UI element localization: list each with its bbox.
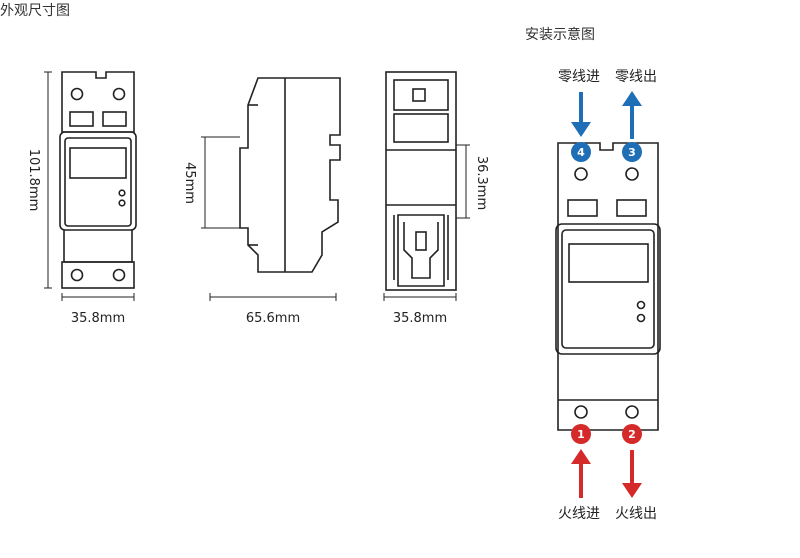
side-view — [239, 77, 341, 273]
depth-label: 65.6mm — [246, 311, 300, 326]
height-dimension-line — [44, 71, 52, 289]
back-height-dimension-line — [456, 144, 470, 219]
svg-text:3: 3 — [628, 146, 636, 159]
neutral-out-label: 零线出 — [615, 69, 657, 85]
neutral-out-arrow — [622, 91, 642, 139]
front-width-dimension-line — [61, 293, 135, 301]
live-out-arrow — [622, 450, 642, 498]
back-width-label: 35.8mm — [393, 311, 447, 326]
back-height-label: 36.3mm — [474, 156, 489, 210]
installation-meter — [555, 142, 661, 431]
terminal-4-badge: 4 — [571, 142, 591, 162]
height-dimension-label: 101.8mm — [26, 149, 41, 212]
front-view — [59, 71, 137, 289]
terminal-2-badge: 2 — [622, 424, 642, 444]
back-view — [385, 71, 457, 291]
svg-text:4: 4 — [577, 146, 585, 159]
live-out-label: 火线出 — [615, 506, 657, 522]
back-width-dimension-line — [383, 293, 457, 301]
neutral-in-label: 零线进 — [558, 69, 600, 85]
din-height-label: 45mm — [182, 162, 197, 204]
terminal-1-badge: 1 — [571, 424, 591, 444]
live-in-label: 火线进 — [558, 506, 600, 522]
svg-text:1: 1 — [577, 428, 585, 441]
front-width-label: 35.8mm — [71, 311, 125, 326]
depth-dimension-line — [209, 293, 337, 301]
terminal-3-badge: 3 — [622, 142, 642, 162]
installation-diagram-title: 安装示意图 — [525, 27, 595, 43]
dimension-drawing-title: 外观尺寸图 — [0, 3, 70, 19]
live-in-arrow — [571, 449, 591, 498]
svg-text:2: 2 — [628, 428, 636, 441]
din-height-dimension-line — [201, 136, 240, 229]
neutral-in-arrow — [571, 92, 591, 137]
